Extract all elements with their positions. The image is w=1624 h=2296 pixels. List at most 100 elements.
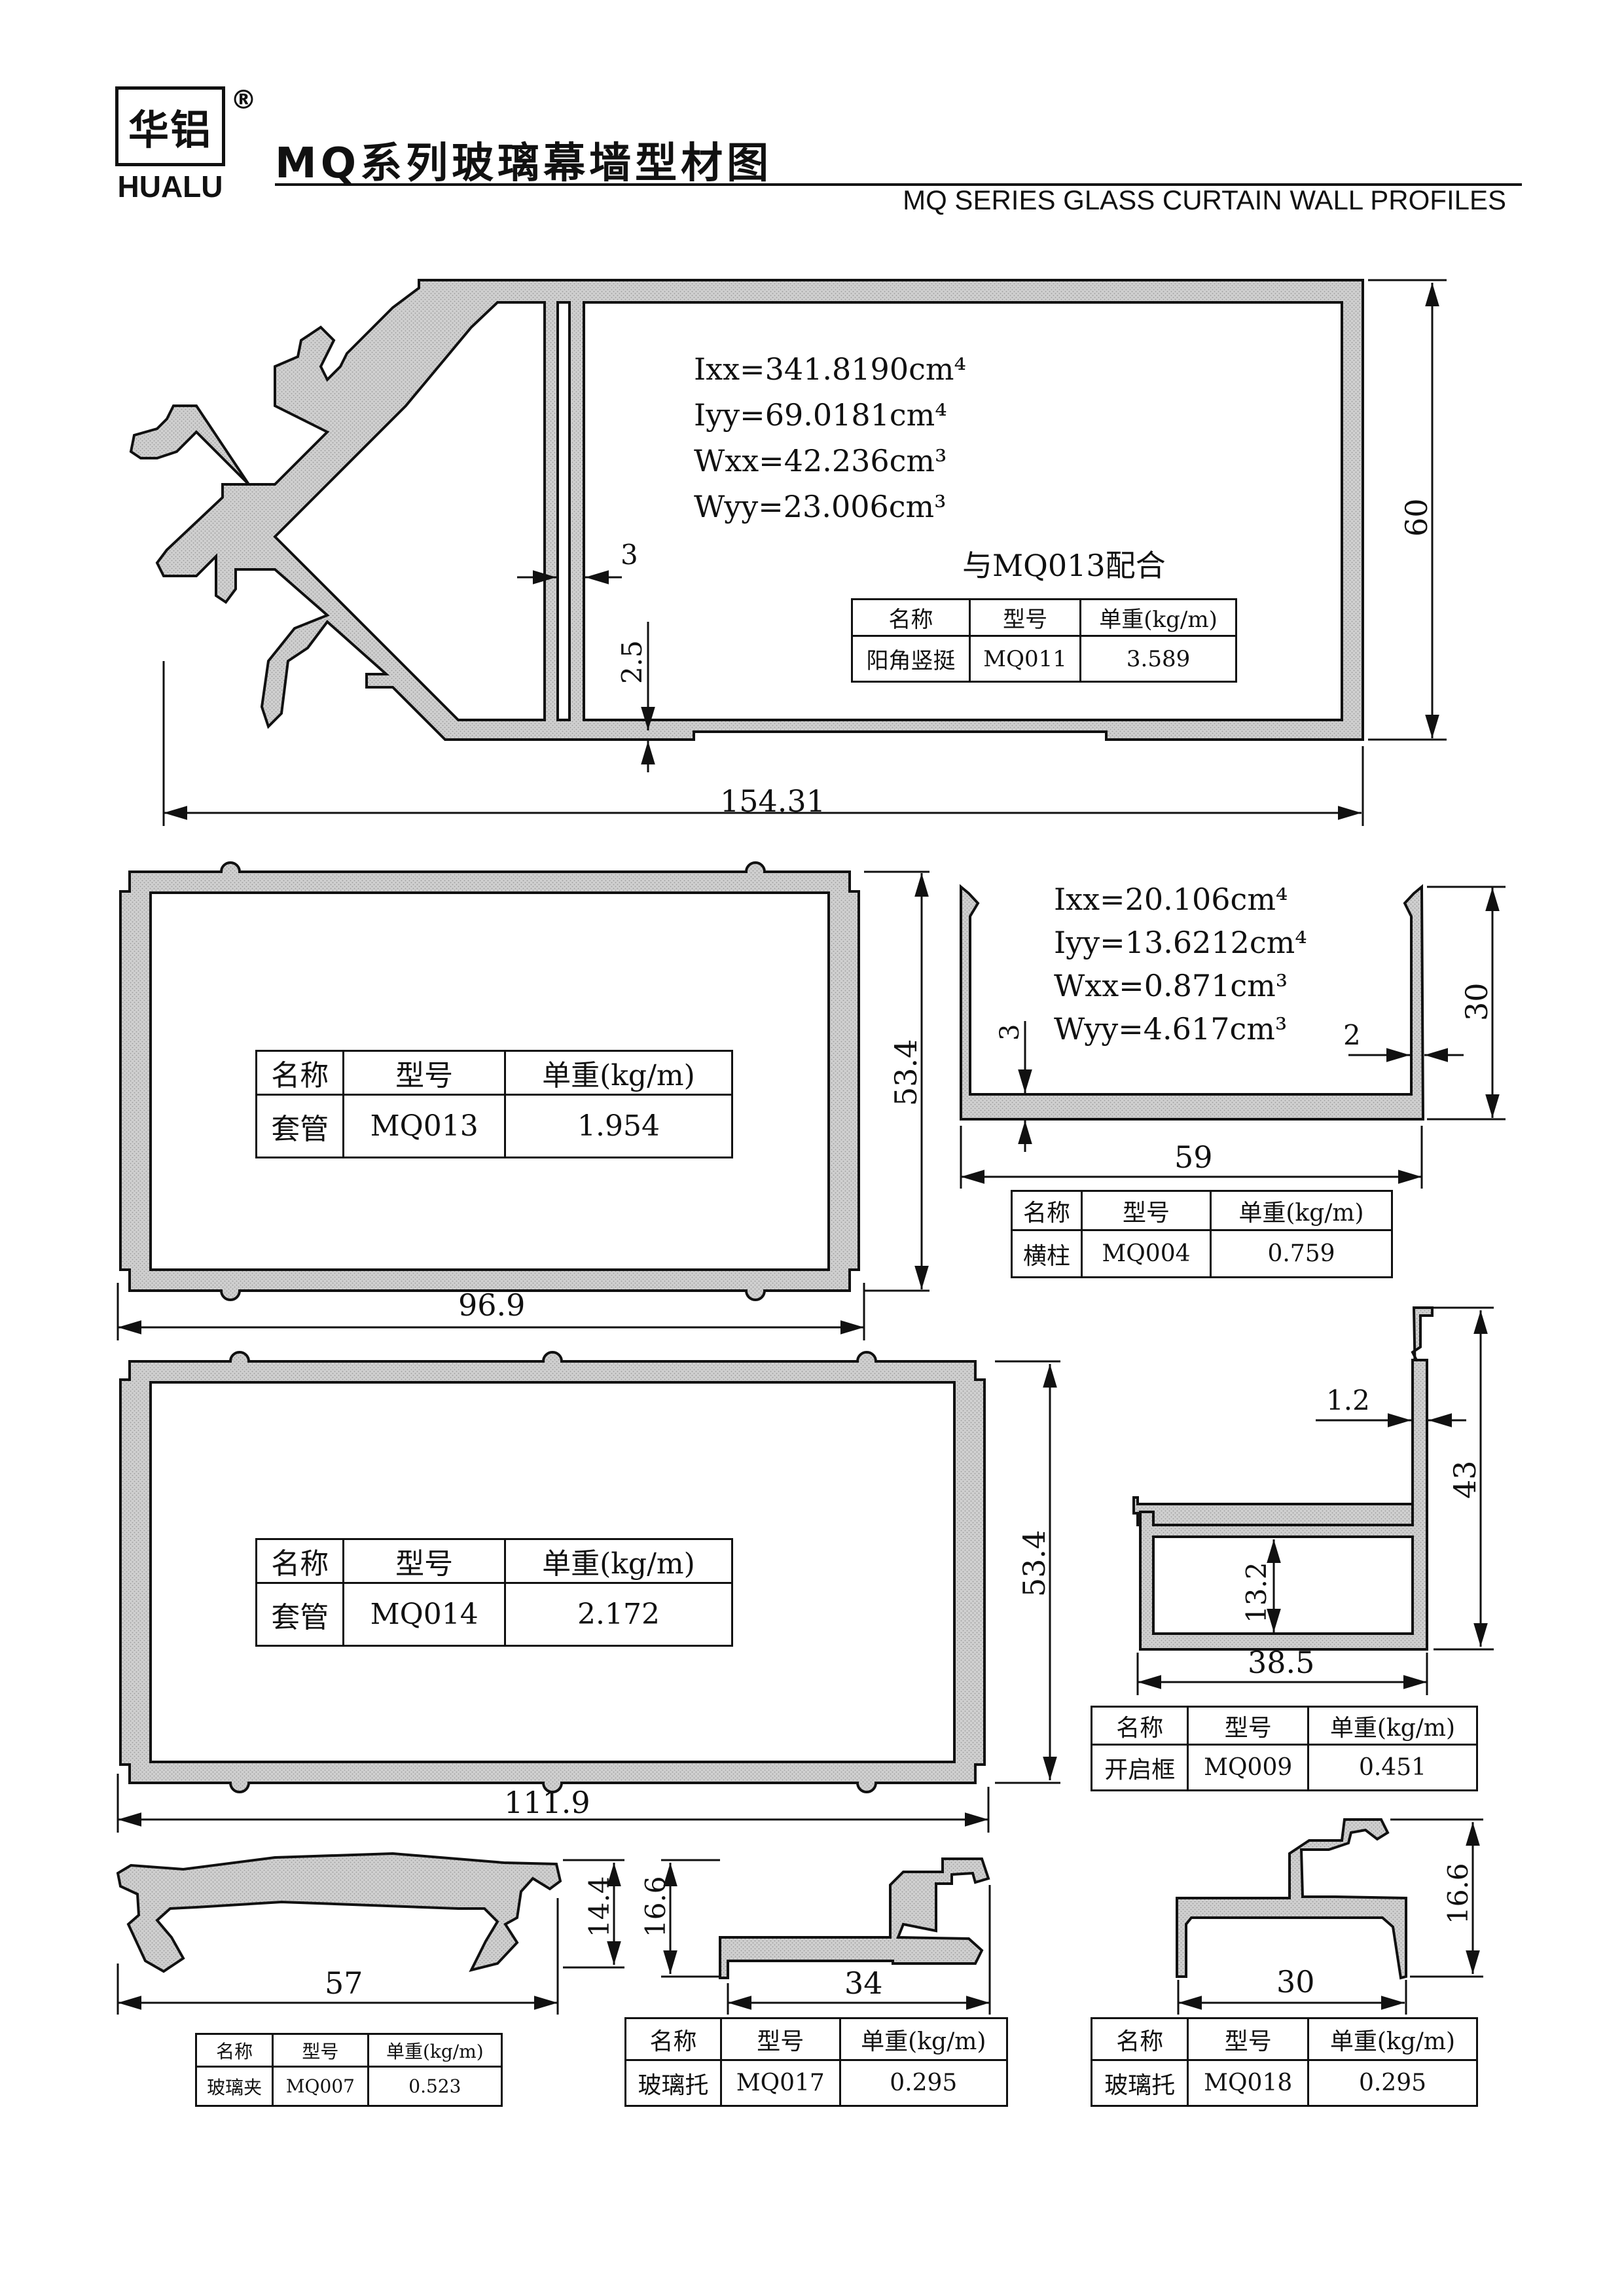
profile-mq004: 59 30 3 2 Ixx=20.106cm⁴ Iyy=13.6212cm⁴ W…	[960, 882, 1506, 1189]
table-header-name: 名称	[850, 598, 971, 637]
spec-table-mq011: 名称 型号 单重(kg/m) 阳角竖挺 MQ011 3.589	[850, 598, 1237, 683]
profile-mq011: 154.31 60 3 2.5 Ixx=341.8190cm⁴ Iyy=69.0…	[129, 279, 1447, 826]
table-cell-model: MQ018	[1187, 2059, 1309, 2107]
table-header-weight: 单重(kg/m)	[1307, 2017, 1479, 2061]
mq004-ixx: Ixx=20.106cm⁴	[1054, 882, 1288, 917]
mq004-left-wall-dim: 3	[995, 1024, 1025, 1041]
spec-table-mq007: 名称 型号 单重(kg/m) 玻璃夹 MQ007 0.523	[194, 2033, 503, 2107]
table-header-name: 名称	[255, 1538, 345, 1584]
table-cell-weight: 1.954	[503, 1094, 734, 1158]
mq009-inner-dim: 13.2	[1240, 1562, 1272, 1623]
table-header-name: 名称	[1090, 1706, 1189, 1746]
table-header-weight: 单重(kg/m)	[503, 1538, 734, 1584]
logo-cn-text: 华铝	[128, 106, 212, 154]
mq009-wall-dim: 1.2	[1326, 1384, 1370, 1416]
hualu-logo: 华铝	[115, 86, 225, 166]
table-cell-name: 玻璃托	[1090, 2059, 1189, 2107]
mq011-height-dim: 60	[1399, 498, 1434, 537]
mq011-note: 与MQ013配合	[962, 548, 1166, 583]
mq018-height-dim: 16.6	[1442, 1863, 1474, 1924]
profile-mq018: 30 16.6	[1176, 1818, 1483, 2015]
mq011-wyy: Wyy=23.006cm³	[694, 489, 947, 524]
table-header-model: 型号	[272, 2033, 369, 2068]
table-header-model: 型号	[1187, 1706, 1309, 1746]
mq009-section	[1132, 1306, 1434, 1527]
mq017-width-dim: 34	[844, 1965, 883, 2001]
spec-table-mq013: 名称 型号 单重(kg/m) 套管 MQ013 1.954	[255, 1050, 734, 1158]
profile-mq017: 34 16.6	[640, 1857, 991, 2015]
table-header-name: 名称	[255, 1050, 345, 1096]
table-cell-weight: 0.295	[1307, 2059, 1479, 2107]
table-header-name: 名称	[194, 2033, 274, 2068]
table-cell-model: MQ013	[342, 1094, 506, 1158]
mq011-section	[129, 279, 1364, 741]
table-header-weight: 单重(kg/m)	[839, 2017, 1009, 2061]
table-header-name: 名称	[624, 2017, 722, 2061]
table-cell-model: MQ017	[719, 2059, 841, 2107]
table-cell-weight: 0.523	[367, 2066, 503, 2107]
mq004-section	[960, 884, 1425, 1121]
mq013-width-dim: 96.9	[458, 1287, 525, 1323]
mq004-height-dim: 30	[1459, 982, 1494, 1021]
table-header-model: 型号	[1187, 2017, 1309, 2061]
mq018-width-dim: 30	[1276, 1964, 1315, 2000]
table-header-weight: 单重(kg/m)	[503, 1050, 734, 1096]
mq011-wxx: Wxx=42.236cm³	[694, 443, 947, 478]
spec-table-mq009: 名称 型号 单重(kg/m) 开启框 MQ009 0.451	[1090, 1706, 1479, 1791]
mq018-section	[1176, 1818, 1407, 1980]
table-cell-name: 玻璃夹	[194, 2066, 274, 2107]
table-cell-model: MQ009	[1187, 1744, 1309, 1791]
table-cell-name: 开启框	[1090, 1744, 1189, 1791]
table-cell-weight: 3.589	[1079, 635, 1237, 683]
table-cell-model: MQ014	[342, 1582, 506, 1647]
table-header-weight: 单重(kg/m)	[367, 2033, 503, 2068]
table-header-model: 型号	[719, 2017, 841, 2061]
table-cell-name: 套管	[255, 1582, 345, 1647]
table-header-weight: 单重(kg/m)	[1307, 1706, 1479, 1746]
mq007-section	[116, 1852, 562, 1973]
table-cell-model: MQ011	[969, 635, 1082, 683]
mq013-section	[119, 861, 860, 1301]
mq007-width-dim: 57	[325, 1965, 363, 2001]
registered-mark: ®	[230, 85, 257, 115]
table-header-weight: 单重(kg/m)	[1209, 1190, 1394, 1231]
mq004-wyy: Wyy=4.617cm³	[1054, 1011, 1287, 1047]
logo-en-text: HUALU	[117, 170, 223, 204]
spec-table-mq004: 名称 型号 单重(kg/m) 横柱 MQ004 0.759	[1011, 1190, 1394, 1278]
mq011-width-dim: 154.31	[720, 783, 825, 819]
profile-mq013: 96.9 53.4	[117, 861, 929, 1340]
table-header-model: 型号	[342, 1050, 506, 1096]
table-cell-weight: 0.759	[1209, 1229, 1394, 1278]
table-header-name: 名称	[1090, 2017, 1189, 2061]
mq007-height-dim: 14.4	[583, 1876, 615, 1937]
profile-mq007: 57 14.4	[116, 1852, 624, 2015]
mq009-height-dim: 43	[1447, 1460, 1483, 1499]
mq009-width-dim: 38.5	[1248, 1645, 1314, 1680]
mq013-height-dim: 53.4	[888, 1039, 924, 1106]
page-title-en: MQ SERIES GLASS CURTAIN WALL PROFILES	[903, 185, 1506, 215]
table-cell-weight: 0.295	[839, 2059, 1009, 2107]
profile-mq009: 38.5 43 1.2 13.2	[1132, 1306, 1494, 1695]
mq004-width-dim: 59	[1174, 1139, 1213, 1175]
mq014-height-dim: 53.4	[1017, 1530, 1052, 1597]
table-cell-weight: 0.451	[1307, 1744, 1479, 1791]
table-cell-name: 玻璃托	[624, 2059, 722, 2107]
mq004-iyy: Iyy=13.6212cm⁴	[1054, 925, 1307, 960]
spec-table-mq017: 名称 型号 单重(kg/m) 玻璃托 MQ017 0.295	[624, 2017, 1009, 2107]
table-header-model: 型号	[1080, 1190, 1212, 1231]
mq011-iyy: Iyy=69.0181cm⁴	[694, 397, 947, 433]
mq009-body	[1139, 1359, 1428, 1651]
mq014-width-dim: 111.9	[504, 1785, 590, 1820]
spec-table-mq018: 名称 型号 单重(kg/m) 玻璃托 MQ018 0.295	[1090, 2017, 1479, 2107]
table-header-model: 型号	[969, 598, 1082, 637]
table-cell-name: 阳角竖挺	[850, 635, 971, 683]
table-cell-model: MQ007	[272, 2066, 369, 2107]
mq017-section	[719, 1857, 990, 1979]
mq011-ixx: Ixx=341.8190cm⁴	[694, 351, 966, 387]
mq004-wxx: Wxx=0.871cm³	[1054, 968, 1288, 1003]
spec-table-mq014: 名称 型号 单重(kg/m) 套管 MQ014 2.172	[255, 1538, 734, 1647]
title-rule	[275, 183, 1522, 186]
mq004-right-wall-dim: 2	[1343, 1019, 1361, 1051]
table-cell-model: MQ004	[1080, 1229, 1212, 1278]
